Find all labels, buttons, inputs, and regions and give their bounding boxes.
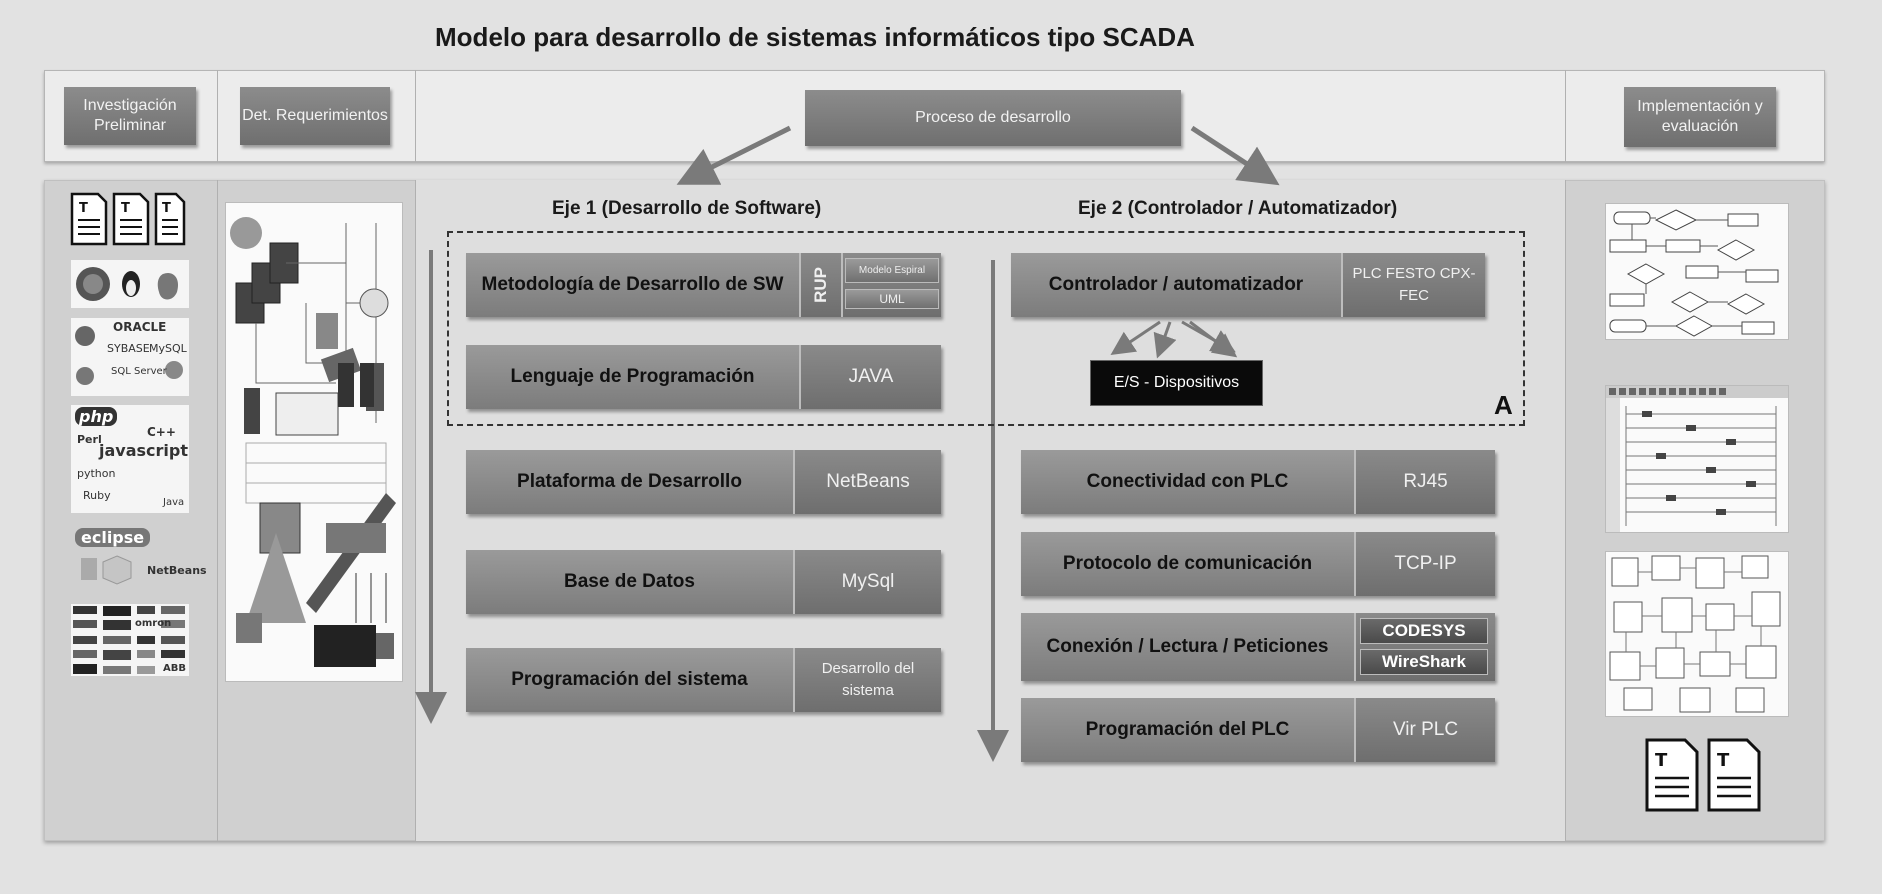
modelo-espiral-box: Modelo Espiral [845,258,939,283]
row-label: Programación del sistema [466,648,795,712]
column-divider [1565,70,1566,162]
row-label: Lenguaje de Programación [466,345,801,409]
language-logos: php C++ Perl javascript python Ruby Java [71,405,189,513]
eclipse-logo: eclipse [75,528,151,547]
metodologia-sub: Modelo Espiral UML [843,253,941,317]
svg-text:T: T [79,201,88,216]
flowchart-image [1605,203,1789,340]
column-divider [1565,180,1566,841]
row-tech: MySql [795,550,941,614]
region-a [447,231,1525,426]
php-logo: php [75,407,118,426]
row-tech: Desarrollo del sistema [795,648,941,712]
python-logo: python [77,467,116,480]
os-logos [71,260,189,308]
eje2-row-protocolo: Protocolo de comunicación TCP-IP [1021,532,1495,596]
eje2-title: Eje 2 (Controlador / Automatizador) [1078,198,1398,219]
automation-brand-logos: omron ABB [71,604,189,676]
database-er-diagram-image [1605,551,1789,717]
uml-box: UML [845,289,939,309]
perl-logo: Perl [77,433,102,446]
svg-text:T: T [1717,750,1730,771]
wireshark-box: WireShark [1360,649,1488,675]
eje1-row-basedatos: Base de Datos MySql [466,550,941,614]
row-tech: NetBeans [795,450,941,514]
eje1-row-programacion: Programación del sistema Desarrollo del … [466,648,941,712]
row-label: Base de Datos [466,550,795,614]
sybase-logo: SYBASE [107,342,150,355]
requirements-schematic-image [225,202,403,682]
ruby-logo: Ruby [83,489,111,502]
omron-logo: omron [135,618,172,629]
es-arrow [1110,320,1161,355]
row-label: Plataforma de Desarrollo [466,450,795,514]
oracle-logo: ORACLE [113,320,167,334]
diagram-title: Modelo para desarrollo de sistemas infor… [435,22,1195,52]
requerimientos-box: Det. Requerimientos [240,87,390,145]
implementacion-box: Implementación y evaluación [1624,87,1776,147]
es-dispositivos-box: E/S - Dispositivos [1090,360,1263,406]
row-label: Conectividad con PLC [1021,450,1356,514]
eje1-row-lenguaje: Lenguaje de Programación JAVA [466,345,941,409]
eje1-row-plataforma: Plataforma de Desarrollo NetBeans [466,450,941,514]
arrow-to-eje2 [1190,125,1280,186]
javascript-logo: javascript [99,441,188,460]
ladder-diagram-image [1605,385,1789,533]
svg-text:T: T [1655,750,1668,771]
eje2-row-controlador: Controlador / automatizador PLC FESTO CP… [1011,253,1485,317]
column-divider [217,70,218,162]
region-a-label: A [1494,390,1513,420]
eje1-title: Eje 1 (Desarrollo de Software) [552,198,822,219]
row-label: Protocolo de comunicación [1021,532,1356,596]
proceso-box: Proceso de desarrollo [805,90,1181,146]
row-tech: PLC FESTO CPX-FEC [1343,253,1485,317]
eje2-row-conectividad: Conectividad con PLC RJ45 [1021,450,1495,514]
abb-logo: ABB [163,663,186,674]
row-tech: RJ45 [1356,450,1495,514]
ide-logos: eclipse NetBeans [71,526,207,588]
column-divider [415,180,416,841]
row-label: Programación del PLC [1021,698,1356,762]
investigacion-box: Investigación Preliminar [64,87,196,145]
svg-text:T: T [121,201,130,216]
row-label: Metodología de Desarrollo de SW [466,253,801,317]
svg-text:T: T [162,201,171,216]
rup-cell: RUP [801,253,843,317]
column-divider [415,70,416,162]
row-tech: TCP-IP [1356,532,1495,596]
conexion-sub: CODESYS WireShark [1356,613,1495,681]
rup-label: RUP [811,267,830,303]
es-arrow [1153,321,1177,359]
codesys-box: CODESYS [1360,618,1488,644]
netbeans-logo: NetBeans [147,564,207,577]
column-divider [217,180,218,841]
row-label: Controlador / automatizador [1011,253,1343,317]
eje1-row-metodologia: Metodología de Desarrollo de SW RUP Mode… [466,253,941,317]
eje2-row-programacion-plc: Programación del PLC Vir PLC [1021,698,1495,762]
row-label: Conexión / Lectura / Peticiones [1021,613,1356,681]
cpp-logo: C++ [147,425,176,439]
database-logos: ORACLE SYBASE MySQL SQL Server [71,318,189,396]
mysql-logo: MySQL [149,342,187,355]
row-tech: JAVA [801,345,941,409]
eje2-row-conexion: Conexión / Lectura / Peticiones CODESYS … [1021,613,1495,681]
sqlserver-logo: SQL Server [111,366,167,377]
java-logo: Java [163,497,185,508]
arrow-to-eje1 [676,125,792,185]
es-arrow [1189,320,1238,358]
row-tech: Vir PLC [1356,698,1495,762]
